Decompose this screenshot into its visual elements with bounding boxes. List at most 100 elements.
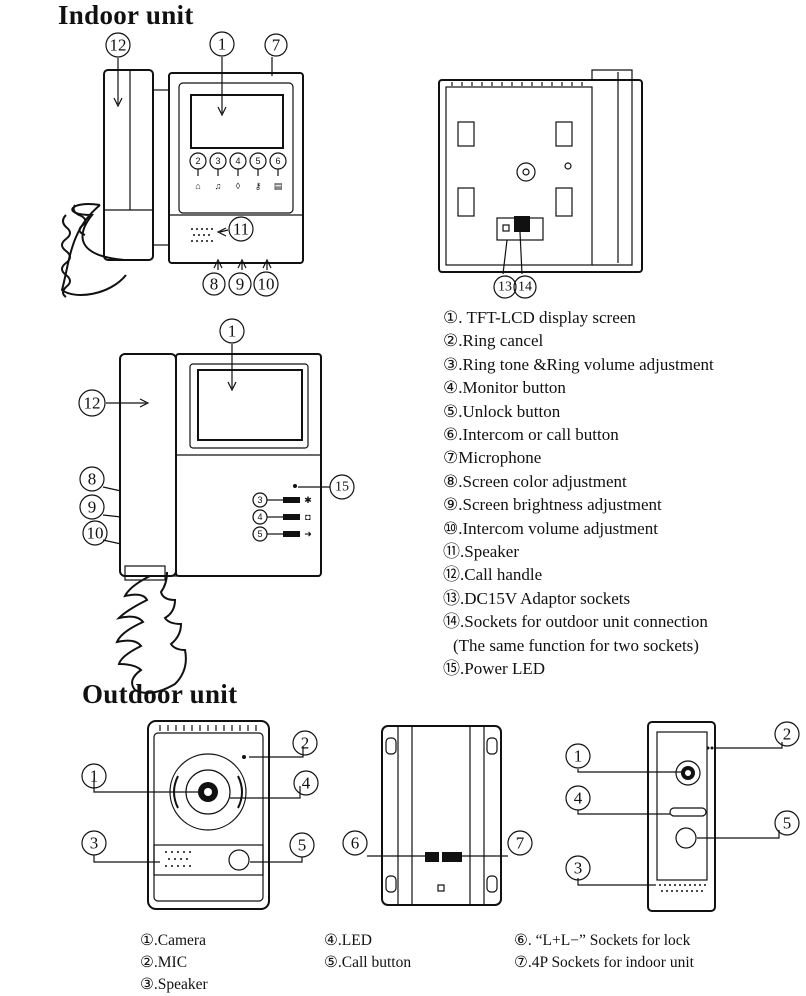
legend-text: Screen brightness adjustment: [462, 495, 662, 515]
svg-text:4: 4: [302, 774, 311, 793]
legend-mark: ⑨.: [443, 495, 463, 515]
caption-mic: ②.MIC: [140, 954, 188, 971]
indoor-unit-body: [168, 72, 304, 264]
legend-item: ⑤.Unlock button: [443, 400, 714, 423]
svg-text:1: 1: [574, 747, 583, 766]
caption-speaker: ③.Speaker: [140, 976, 208, 993]
caption-led: ④.LED: [324, 932, 372, 949]
legend-item: ⑦Microphone: [443, 446, 714, 469]
svg-text:2: 2: [783, 725, 792, 744]
svg-text:5: 5: [783, 814, 792, 833]
svg-text:6: 6: [275, 156, 280, 166]
legend-mark: ⑪.: [443, 542, 465, 562]
lcd-screen: [190, 94, 284, 149]
caption-indoor-sockets: ⑦.4P Sockets for indoor unit: [514, 954, 694, 971]
intercom-icon: ▤: [274, 181, 283, 191]
indoor-back-callouts: 13 14: [493, 275, 537, 299]
svg-text:7: 7: [516, 834, 525, 853]
outdoor-slim-led: [669, 807, 707, 817]
legend-mark: ③.: [443, 354, 463, 374]
legend-item: ⑬.DC15V Adaptor sockets: [443, 587, 714, 610]
svg-text:1: 1: [90, 767, 99, 786]
outdoor-unit-front-view: [93, 720, 304, 910]
svg-text:8: 8: [88, 470, 97, 489]
handset-body: [103, 69, 154, 261]
legend-text: Unlock button: [462, 401, 561, 421]
svg-text:4: 4: [574, 789, 583, 808]
svg-text:3: 3: [574, 859, 583, 878]
legend-text: Ring tone &Ring volume adjustment: [462, 354, 714, 374]
legend-mark: ④.: [443, 378, 463, 398]
legend-text: Intercom volume adjustment: [462, 518, 658, 538]
svg-text:1: 1: [228, 322, 237, 341]
legend-text: Power LED: [464, 659, 545, 679]
svg-text:10: 10: [258, 275, 275, 294]
key-icon: ⚷: [255, 181, 262, 191]
legend-text: Microphone: [458, 448, 542, 468]
legend-text: Call handle: [464, 565, 543, 585]
bell-slash-icon: ⌂: [195, 181, 200, 191]
legend-item: ⑩.Intercom volume adjustment: [443, 517, 714, 540]
legend-item: ②.Ring cancel: [443, 329, 714, 352]
legend-mark: ⑮.: [443, 659, 465, 679]
caption-call-button: ⑤.Call button: [324, 954, 412, 971]
indoor-angle-callouts: 1 12 8 9 10 15: [78, 318, 355, 546]
legend-text: Monitor button: [462, 378, 566, 398]
legend-mark: ②.: [443, 331, 463, 351]
svg-text:9: 9: [88, 498, 97, 517]
svg-text:2: 2: [195, 156, 200, 166]
svg-text:5: 5: [298, 836, 307, 855]
legend-item: ⑮.Power LED: [443, 657, 714, 680]
svg-text:✱: ✱: [304, 495, 312, 505]
svg-text:13: 13: [498, 280, 512, 295]
caption-lock-sockets: ⑥. “L+L−” Sockets for lock: [514, 932, 691, 949]
legend-mark: ⑧.: [443, 471, 463, 491]
bell-icon: ◊: [236, 181, 241, 191]
svg-text:11: 11: [233, 220, 249, 239]
legend-item-note: (The same function for two sockets): [443, 634, 714, 657]
svg-text:7: 7: [272, 36, 281, 55]
legend-mark: ⑤.: [443, 401, 463, 421]
legend-text: TFT-LCD display screen: [462, 308, 636, 327]
outdoor-caption-col3: ⑥. “L+L−” Sockets for lock ⑦.4P Sockets …: [514, 930, 694, 974]
legend-item: ⑨.Screen brightness adjustment: [443, 493, 714, 516]
legend-mark: ⑥.: [443, 425, 463, 445]
outdoor-slim-callouts: 1 2 4 5 3: [565, 721, 800, 881]
svg-text:8: 8: [210, 275, 219, 294]
svg-text:12: 12: [84, 394, 101, 413]
legend-text: Ring cancel: [462, 331, 544, 351]
outdoor-slim-speaker-grille: [659, 884, 706, 892]
svg-text:14: 14: [518, 280, 532, 295]
side-button-group: 3 4 5 ✱ ◘ ➜: [252, 484, 312, 542]
caption-camera: ①.Camera: [140, 932, 206, 949]
svg-text:➜: ➜: [304, 529, 312, 539]
svg-text:4: 4: [235, 156, 240, 166]
svg-text:15: 15: [335, 480, 349, 495]
outdoor-front-callouts: 1 2 4 3 5: [81, 730, 319, 858]
indoor-front-callouts: 12 1 7 11 8 9 10: [105, 31, 288, 297]
outdoor-slim-call-button: [675, 827, 697, 849]
legend-mark: ⑦: [443, 448, 459, 468]
indoor-legend: ①. TFT-LCD display screen ②.Ring cancel …: [443, 306, 714, 681]
speaker-grille: [191, 228, 213, 242]
indoor-unit-angle-view: 3 4 5 ✱ ◘ ➜: [102, 344, 330, 694]
svg-text:2: 2: [301, 734, 310, 753]
indoor-unit-back-view: [438, 69, 643, 275]
legend-text: Sockets for outdoor unit connection: [464, 612, 708, 632]
outdoor-unit-slim-view: [577, 721, 783, 912]
outdoor-caption-col2: ④.LED ⑤.Call button: [324, 930, 411, 974]
legend-mark: ⑫.: [443, 565, 465, 585]
handset-coil-cord: [60, 203, 127, 296]
svg-text:12: 12: [110, 36, 127, 55]
legend-item: ⑪.Speaker: [443, 540, 714, 563]
outdoor-caption-col1: ①.Camera ②.MIC ③.Speaker: [140, 930, 208, 996]
legend-item: ③.Ring tone &Ring volume adjustment: [443, 353, 714, 376]
svg-text:3: 3: [215, 156, 220, 166]
svg-text:◘: ◘: [305, 512, 311, 522]
legend-mark: ⑭.: [443, 612, 465, 632]
svg-text:4: 4: [257, 512, 262, 522]
svg-text:6: 6: [351, 834, 360, 853]
svg-text:10: 10: [87, 524, 104, 543]
indoor-unit-heading: Indoor unit: [58, 0, 194, 30]
